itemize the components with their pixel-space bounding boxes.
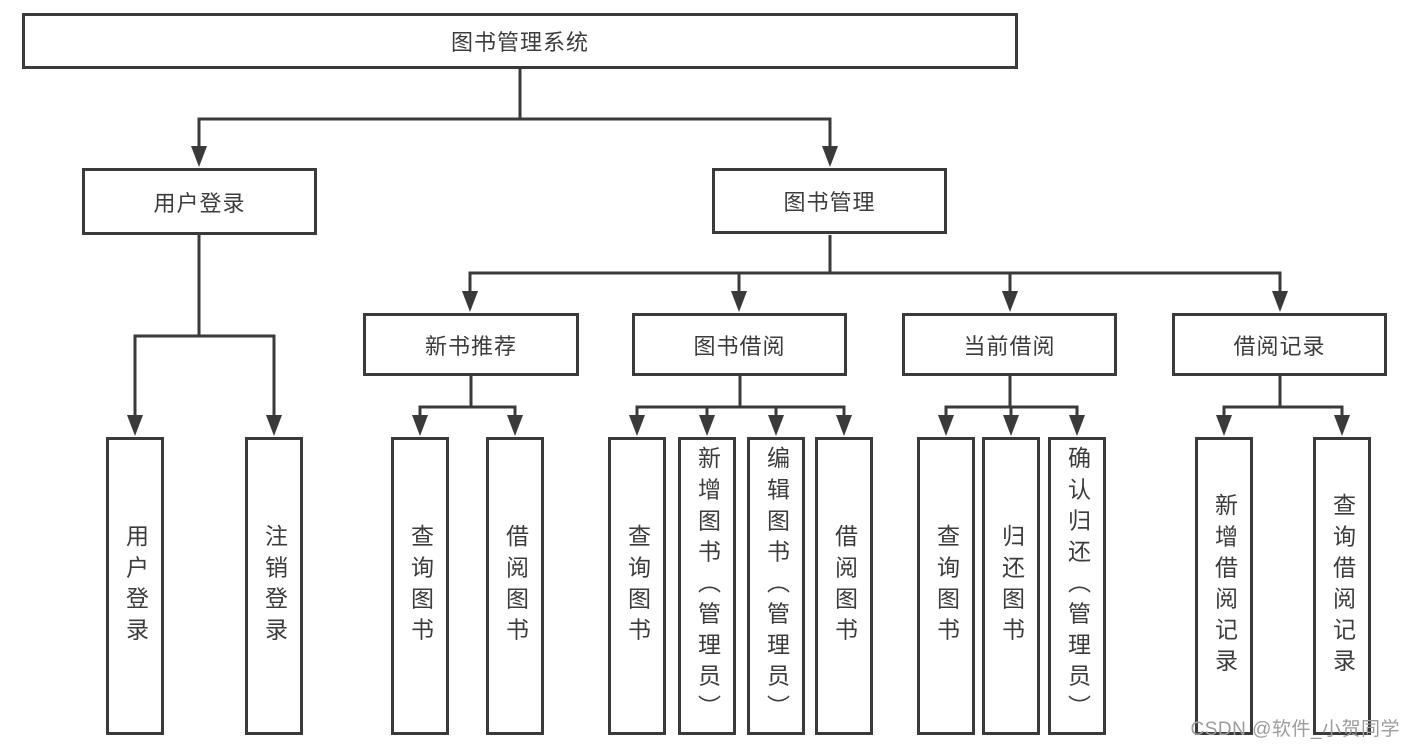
leaf-user-login: 用户登录 (106, 437, 164, 735)
node-label: 新书推荐 (424, 333, 517, 359)
leaf-query-borrow-record: 查询借阅记录 (1313, 437, 1371, 735)
leaf-query-books-borrowing: 查询图书 (608, 437, 666, 735)
leaf-borrow-books: 借阅图书 (815, 437, 873, 735)
csdn-watermark: CSDN @软件_小贺同学 (1190, 719, 1400, 740)
node-label: 图书管理系统 (450, 30, 589, 55)
leaf-label: 归还图书 (998, 523, 1025, 649)
leaf-add-books-admin: 新增图书（管理员） (678, 437, 736, 735)
node-label: 图书管理 (783, 190, 876, 215)
node-book-management-branch: 图书管理 (712, 168, 947, 234)
leaf-label: 查询图书 (933, 523, 960, 649)
leaf-add-borrow-record: 新增借阅记录 (1195, 437, 1253, 735)
leaf-query-books-current: 查询图书 (917, 437, 975, 735)
node-label: 图书借阅 (693, 333, 786, 359)
leaf-borrow-books-recommend: 借阅图书 (486, 437, 544, 735)
leaf-label: 查询借阅记录 (1329, 492, 1356, 680)
leaf-edit-books-admin: 编辑图书（管理员） (747, 437, 805, 735)
leaf-query-books-recommend: 查询图书 (391, 437, 449, 735)
leaf-label: 查询图书 (624, 523, 651, 649)
node-user-login-branch: 用户登录 (82, 168, 317, 235)
leaf-label: 借阅图书 (502, 523, 529, 649)
leaf-logout: 注销登录 (245, 437, 303, 735)
node-current-borrowing: 当前借阅 (902, 313, 1117, 376)
node-book-borrowing: 图书借阅 (632, 313, 847, 376)
node-library-system: 图书管理系统 (22, 13, 1018, 69)
leaf-label: 用户登录 (122, 523, 149, 649)
leaf-label: 新增图书（管理员） (694, 446, 721, 726)
leaf-label: 编辑图书（管理员） (763, 446, 790, 726)
node-label: 用户登录 (153, 190, 246, 216)
node-borrowing-records: 借阅记录 (1172, 313, 1387, 376)
leaf-label: 确认归还（管理员） (1064, 446, 1091, 726)
leaf-confirm-return-admin: 确认归还（管理员） (1048, 437, 1106, 735)
leaf-label: 注销登录 (261, 523, 288, 649)
node-new-book-recommend: 新书推荐 (363, 313, 579, 376)
leaf-return-books: 归还图书 (982, 437, 1040, 735)
leaf-label: 新增借阅记录 (1211, 492, 1238, 680)
node-label: 当前借阅 (963, 333, 1056, 359)
leaf-label: 查询图书 (407, 523, 434, 649)
node-label: 借阅记录 (1233, 333, 1326, 359)
leaf-label: 借阅图书 (831, 523, 858, 649)
arrowheads (127, 146, 1350, 436)
